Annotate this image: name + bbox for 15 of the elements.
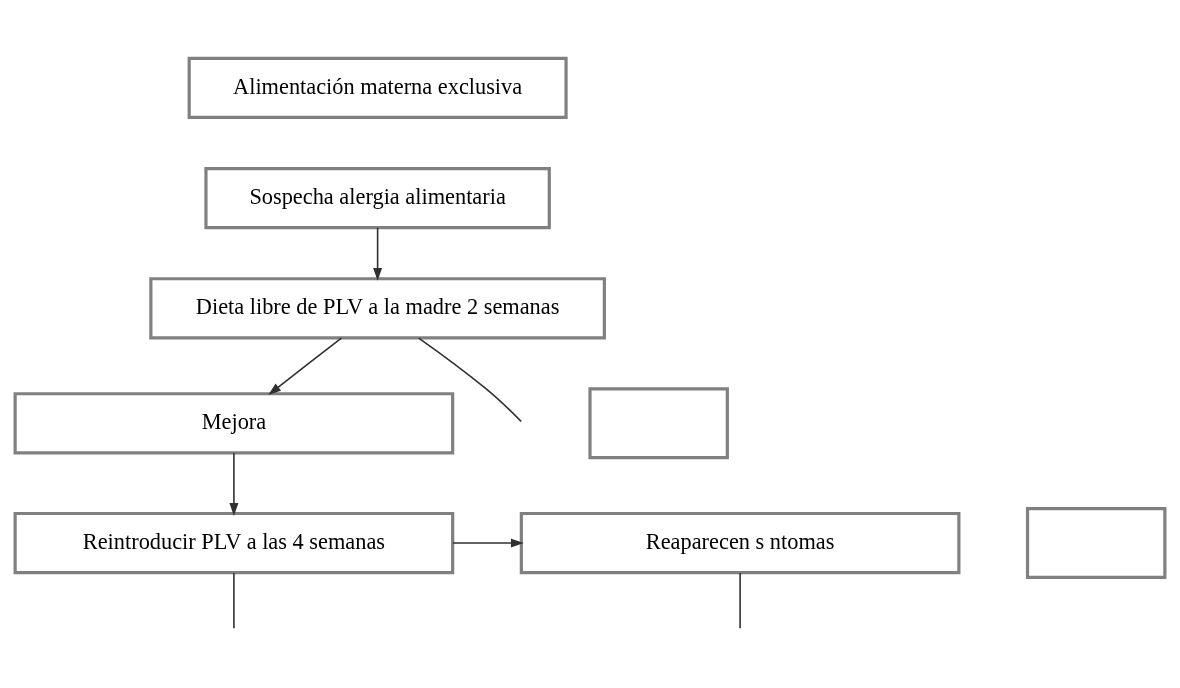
node-box: Reaparecen s ntomas [519,511,961,575]
node-box [1025,507,1167,579]
node-box: Mejora [13,392,455,455]
node-box: Sospecha alergia alimentaria [204,166,551,230]
arrow [268,337,343,395]
arrow [229,452,239,516]
node-box: Alimentación materna exclusiva [187,56,568,120]
arrow [373,227,383,281]
arrow [452,538,524,548]
node-box: Dieta libre de PLV a la madre 2 semanas [149,277,606,340]
node-box: Reintroducir PLV a las 4 semanas [13,511,455,575]
connector [739,572,741,630]
node-box [588,387,729,460]
connector [233,572,235,630]
connector [417,337,522,423]
